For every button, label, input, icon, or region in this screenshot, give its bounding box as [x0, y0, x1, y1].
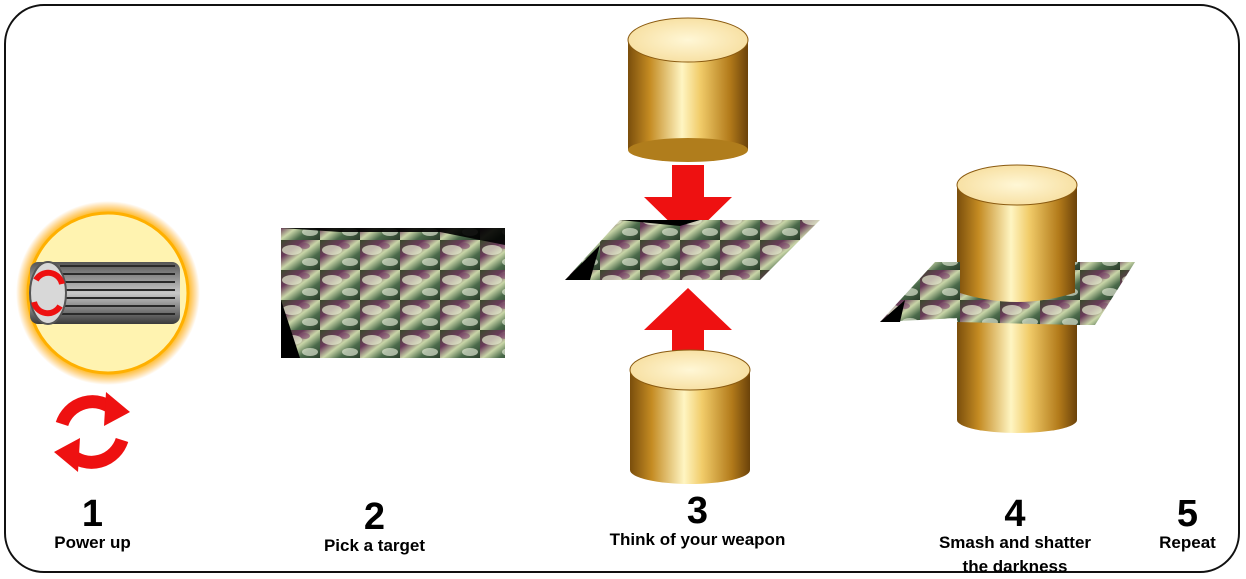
step-label: Think of your weapon	[609, 530, 786, 549]
power-cylinder-icon	[16, 201, 200, 385]
cylinder-icon	[629, 349, 751, 484]
step-label: Smash and shatter the darkness	[938, 533, 1092, 576]
satellite-map-image	[880, 262, 1135, 325]
step-label: Pick a target	[323, 536, 426, 555]
refresh-arrows-icon	[54, 392, 130, 472]
step-number: 4	[1004, 493, 1026, 535]
step-3: 3 Think of your weapon	[580, 490, 815, 552]
step-4: 4 Smash and shatter the darkness	[920, 493, 1110, 579]
down-arrow-icon	[644, 165, 732, 240]
step-number: 1	[81, 493, 104, 535]
step-label: Repeat	[1159, 533, 1216, 552]
step-number: 3	[686, 490, 709, 532]
step-number: 2	[363, 496, 386, 538]
step-number: 5	[1176, 493, 1199, 535]
step-5: 5 Repeat	[1145, 493, 1230, 555]
step-1: 1 Power up	[30, 493, 155, 555]
up-arrow-icon	[644, 288, 732, 358]
step-2: 2 Pick a target	[297, 496, 452, 558]
satellite-map-image	[565, 220, 820, 280]
cylinder-icon	[627, 17, 749, 162]
step-label: Power up	[54, 533, 131, 552]
satellite-map-image	[281, 228, 505, 358]
